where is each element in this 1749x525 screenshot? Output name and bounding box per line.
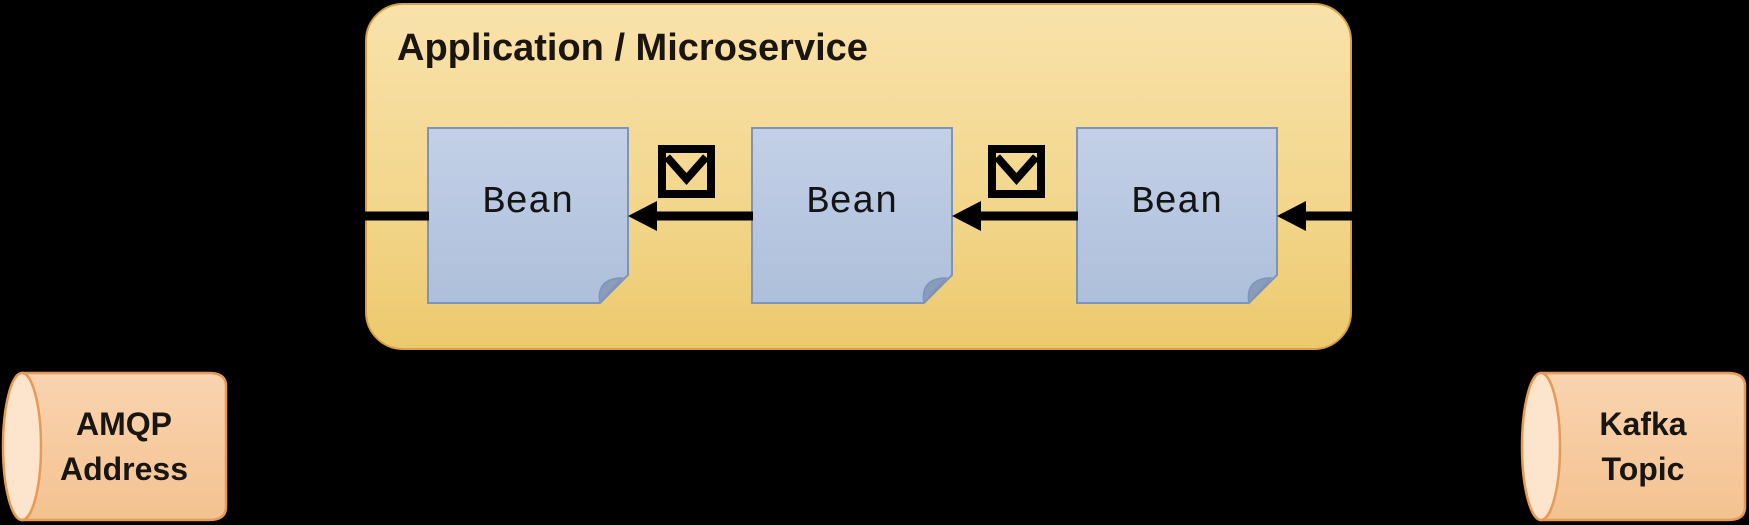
envelope-icon [988, 145, 1045, 198]
bean-label: Bean [1131, 180, 1223, 224]
kafka-topic-label: Kafka Topic [1541, 402, 1745, 492]
amqp-address-label: AMQP Address [22, 402, 226, 492]
bean-label: Bean [806, 180, 898, 224]
document-shape-icon [1076, 127, 1278, 305]
cylinder-cap [1520, 371, 1562, 522]
folded-corner [922, 277, 948, 305]
folded-corner [1247, 277, 1273, 305]
endpoint-label-line: Topic [1601, 451, 1685, 487]
endpoint-label-line: AMQP [76, 406, 172, 442]
kafka-topic-cylinder [1520, 371, 1747, 522]
bean-node: Bean [750, 126, 954, 306]
document-shape-icon [427, 127, 629, 305]
amqp-address-cylinder [1, 371, 228, 522]
document-shape-icon [751, 127, 953, 305]
endpoint-label-line: Kafka [1599, 406, 1687, 442]
bean-label: Bean [482, 180, 574, 224]
cylinder-cap [1, 371, 43, 522]
endpoint-label-line: Address [59, 451, 189, 487]
envelope-icon [658, 145, 715, 198]
bean-node: Bean [426, 126, 630, 306]
folded-corner [598, 277, 624, 305]
bean-node: Bean [1075, 126, 1279, 306]
application-title: Application / Microservice [397, 27, 868, 69]
